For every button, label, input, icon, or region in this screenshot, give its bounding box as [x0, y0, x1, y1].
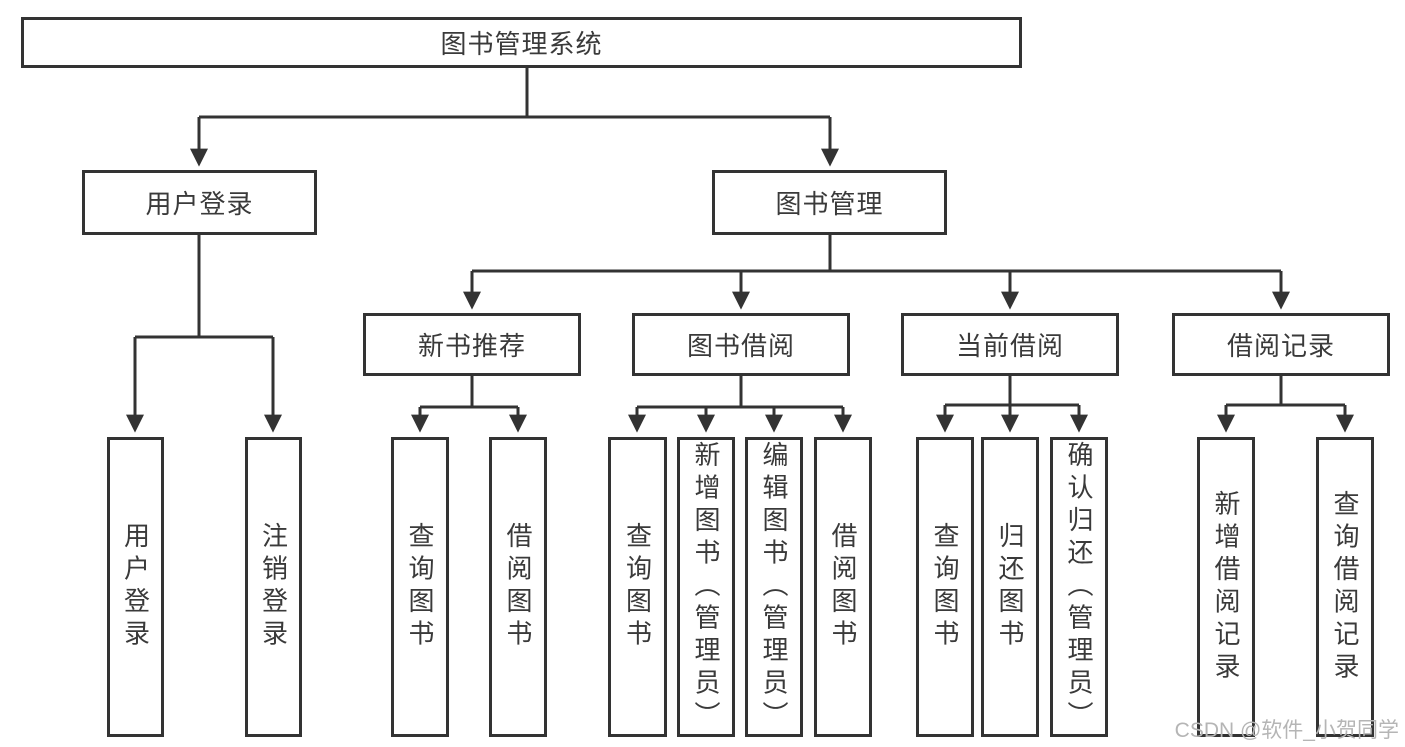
leaf-recommend-query-books: 查询图书: [391, 437, 449, 737]
leaf-current-return-books: 归还图书: [981, 437, 1039, 737]
node-root: 图书管理系统: [21, 17, 1022, 68]
leaf-records-query-record-label: 查询借阅记录: [1330, 489, 1360, 685]
node-user-login-label: 用户登录: [145, 189, 254, 219]
leaf-user-login: 用户登录: [107, 437, 164, 737]
node-new-book-recommend-label: 新书推荐: [417, 331, 526, 361]
leaf-logout: 注销登录: [245, 437, 302, 737]
connector-arrows: [126, 117, 1354, 433]
node-borrow-records: 借阅记录: [1172, 313, 1390, 376]
leaf-user-login-label: 用户登录: [120, 522, 151, 652]
node-book-borrowing: 图书借阅: [632, 313, 850, 376]
node-new-book-recommend: 新书推荐: [363, 313, 581, 376]
leaf-borrowing-add-books-admin-label: 新增图书（管理员）: [691, 440, 721, 734]
leaf-recommend-borrow-books: 借阅图书: [489, 437, 547, 737]
leaf-current-confirm-return-admin-label: 确认归还（管理员）: [1064, 440, 1094, 734]
leaf-borrowing-query-books-label: 查询图书: [622, 522, 653, 652]
node-root-label: 图书管理系统: [440, 29, 603, 59]
leaf-borrowing-query-books: 查询图书: [608, 437, 667, 737]
leaf-borrowing-borrow-books: 借阅图书: [814, 437, 872, 737]
leaf-logout-label: 注销登录: [258, 522, 289, 652]
leaf-current-query-books: 查询图书: [916, 437, 974, 737]
node-book-borrowing-label: 图书借阅: [686, 331, 795, 361]
leaf-records-query-record: 查询借阅记录: [1316, 437, 1374, 737]
leaf-records-add-record: 新增借阅记录: [1197, 437, 1255, 737]
node-book-management-label: 图书管理: [775, 189, 884, 219]
leaf-current-query-books-label: 查询图书: [930, 522, 960, 652]
connector-trunks: [135, 68, 1345, 409]
node-book-management: 图书管理: [712, 170, 947, 235]
leaf-borrowing-borrow-books-label: 借阅图书: [828, 522, 858, 652]
leaf-recommend-query-books-label: 查询图书: [405, 522, 435, 652]
leaf-borrowing-add-books-admin: 新增图书（管理员）: [677, 437, 735, 737]
node-user-login: 用户登录: [82, 170, 317, 235]
node-current-borrowing: 当前借阅: [901, 313, 1119, 376]
watermark-text: CSDN @软件_小贺同学: [1174, 719, 1399, 742]
leaf-borrowing-edit-books-admin-label: 编辑图书（管理员）: [759, 440, 789, 734]
node-borrow-records-label: 借阅记录: [1226, 331, 1335, 361]
leaf-recommend-borrow-books-label: 借阅图书: [503, 522, 533, 652]
leaf-current-confirm-return-admin: 确认归还（管理员）: [1050, 437, 1108, 737]
leaf-current-return-books-label: 归还图书: [995, 522, 1025, 652]
leaf-borrowing-edit-books-admin: 编辑图书（管理员）: [745, 437, 803, 737]
leaf-records-add-record-label: 新增借阅记录: [1211, 489, 1241, 685]
node-current-borrowing-label: 当前借阅: [955, 331, 1064, 361]
